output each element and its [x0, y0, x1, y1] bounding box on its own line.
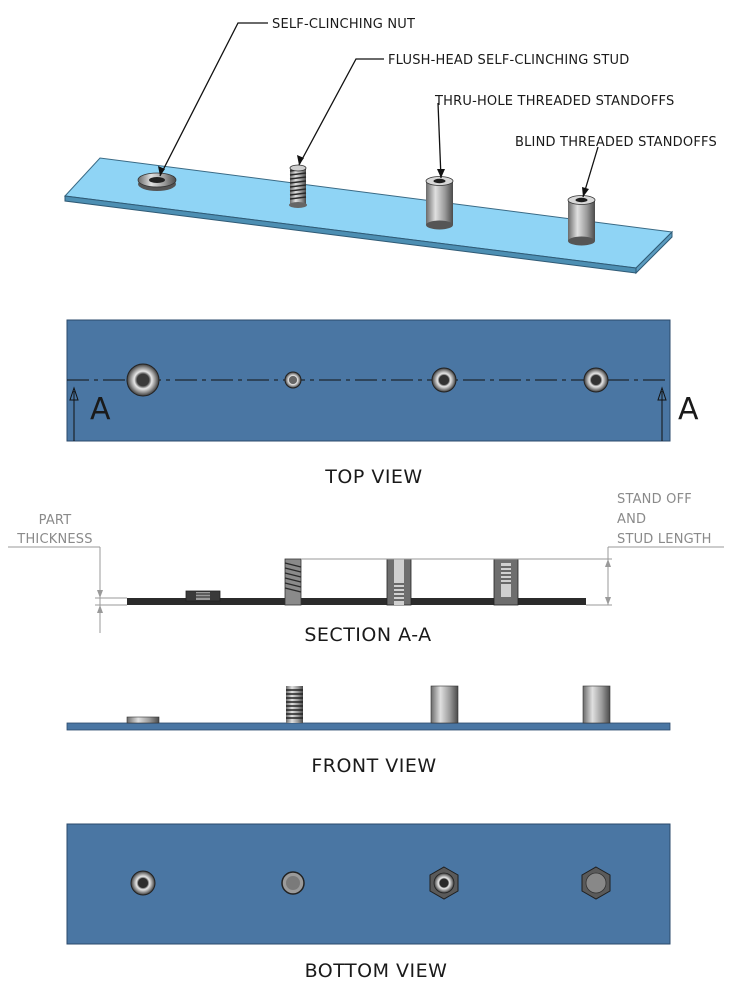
top-blind-standoff — [583, 367, 609, 393]
front-thru-standoff — [430, 685, 459, 724]
isometric-view: SELF-CLINCHING NUT FLUSH-HEAD SELF-CLINC… — [63, 17, 717, 275]
section-arrow-left — [69, 386, 79, 441]
top-view: A A TOP VIEW — [66, 319, 699, 488]
dim-standoff-length — [301, 546, 724, 606]
section-arrow-right — [657, 386, 667, 441]
dim-length-line3: STUD LENGTH — [617, 532, 712, 547]
dim-thickness-line1: PART — [39, 513, 72, 528]
bottom-thru-standoff — [429, 866, 459, 900]
section-plate — [127, 598, 586, 605]
top-thru-standoff — [431, 367, 457, 393]
front-plate — [66, 722, 671, 731]
top-stud — [284, 371, 302, 389]
callout-thru-standoff: THRU-HOLE THREADED STANDOFFS — [434, 94, 674, 109]
dim-part-thickness — [8, 546, 127, 633]
dim-thickness-line2: THICKNESS — [16, 532, 92, 547]
callout-nut: SELF-CLINCHING NUT — [272, 17, 415, 32]
bottom-stud — [281, 871, 305, 895]
iso-thru-standoff — [425, 176, 454, 230]
section-view: PART THICKNESS STAND OFF AND STUD LENGTH… — [8, 492, 724, 646]
front-view-title: FRONT VIEW — [311, 755, 436, 777]
iso-blind-standoff — [567, 195, 596, 246]
bottom-nut — [130, 870, 156, 896]
front-blind-standoff — [582, 685, 611, 724]
front-stud — [286, 686, 303, 723]
bottom-view-plate — [66, 823, 671, 945]
top-nut — [126, 363, 160, 397]
bottom-view: BOTTOM VIEW — [66, 823, 671, 982]
section-blind-standoff — [493, 558, 519, 606]
callout-stud: FLUSH-HEAD SELF-CLINCHING STUD — [388, 53, 629, 68]
front-nut — [126, 716, 160, 724]
section-thru-standoff — [386, 558, 412, 606]
bottom-blind-standoff — [581, 866, 611, 900]
section-mark-right: A — [678, 392, 699, 427]
section-view-title: SECTION A-A — [304, 624, 431, 646]
iso-stud — [289, 164, 307, 208]
front-view: FRONT VIEW — [66, 685, 671, 777]
dim-length-line2: AND — [617, 512, 646, 527]
section-nut — [185, 590, 221, 602]
dim-length-line1: STAND OFF — [617, 492, 692, 507]
iso-nut — [137, 172, 177, 191]
callout-blind-standoff: BLIND THREADED STANDOFFS — [515, 135, 717, 150]
top-view-title: TOP VIEW — [324, 466, 422, 488]
section-stud — [284, 558, 302, 606]
section-mark-left: A — [90, 392, 111, 427]
bottom-view-title: BOTTOM VIEW — [305, 960, 448, 982]
